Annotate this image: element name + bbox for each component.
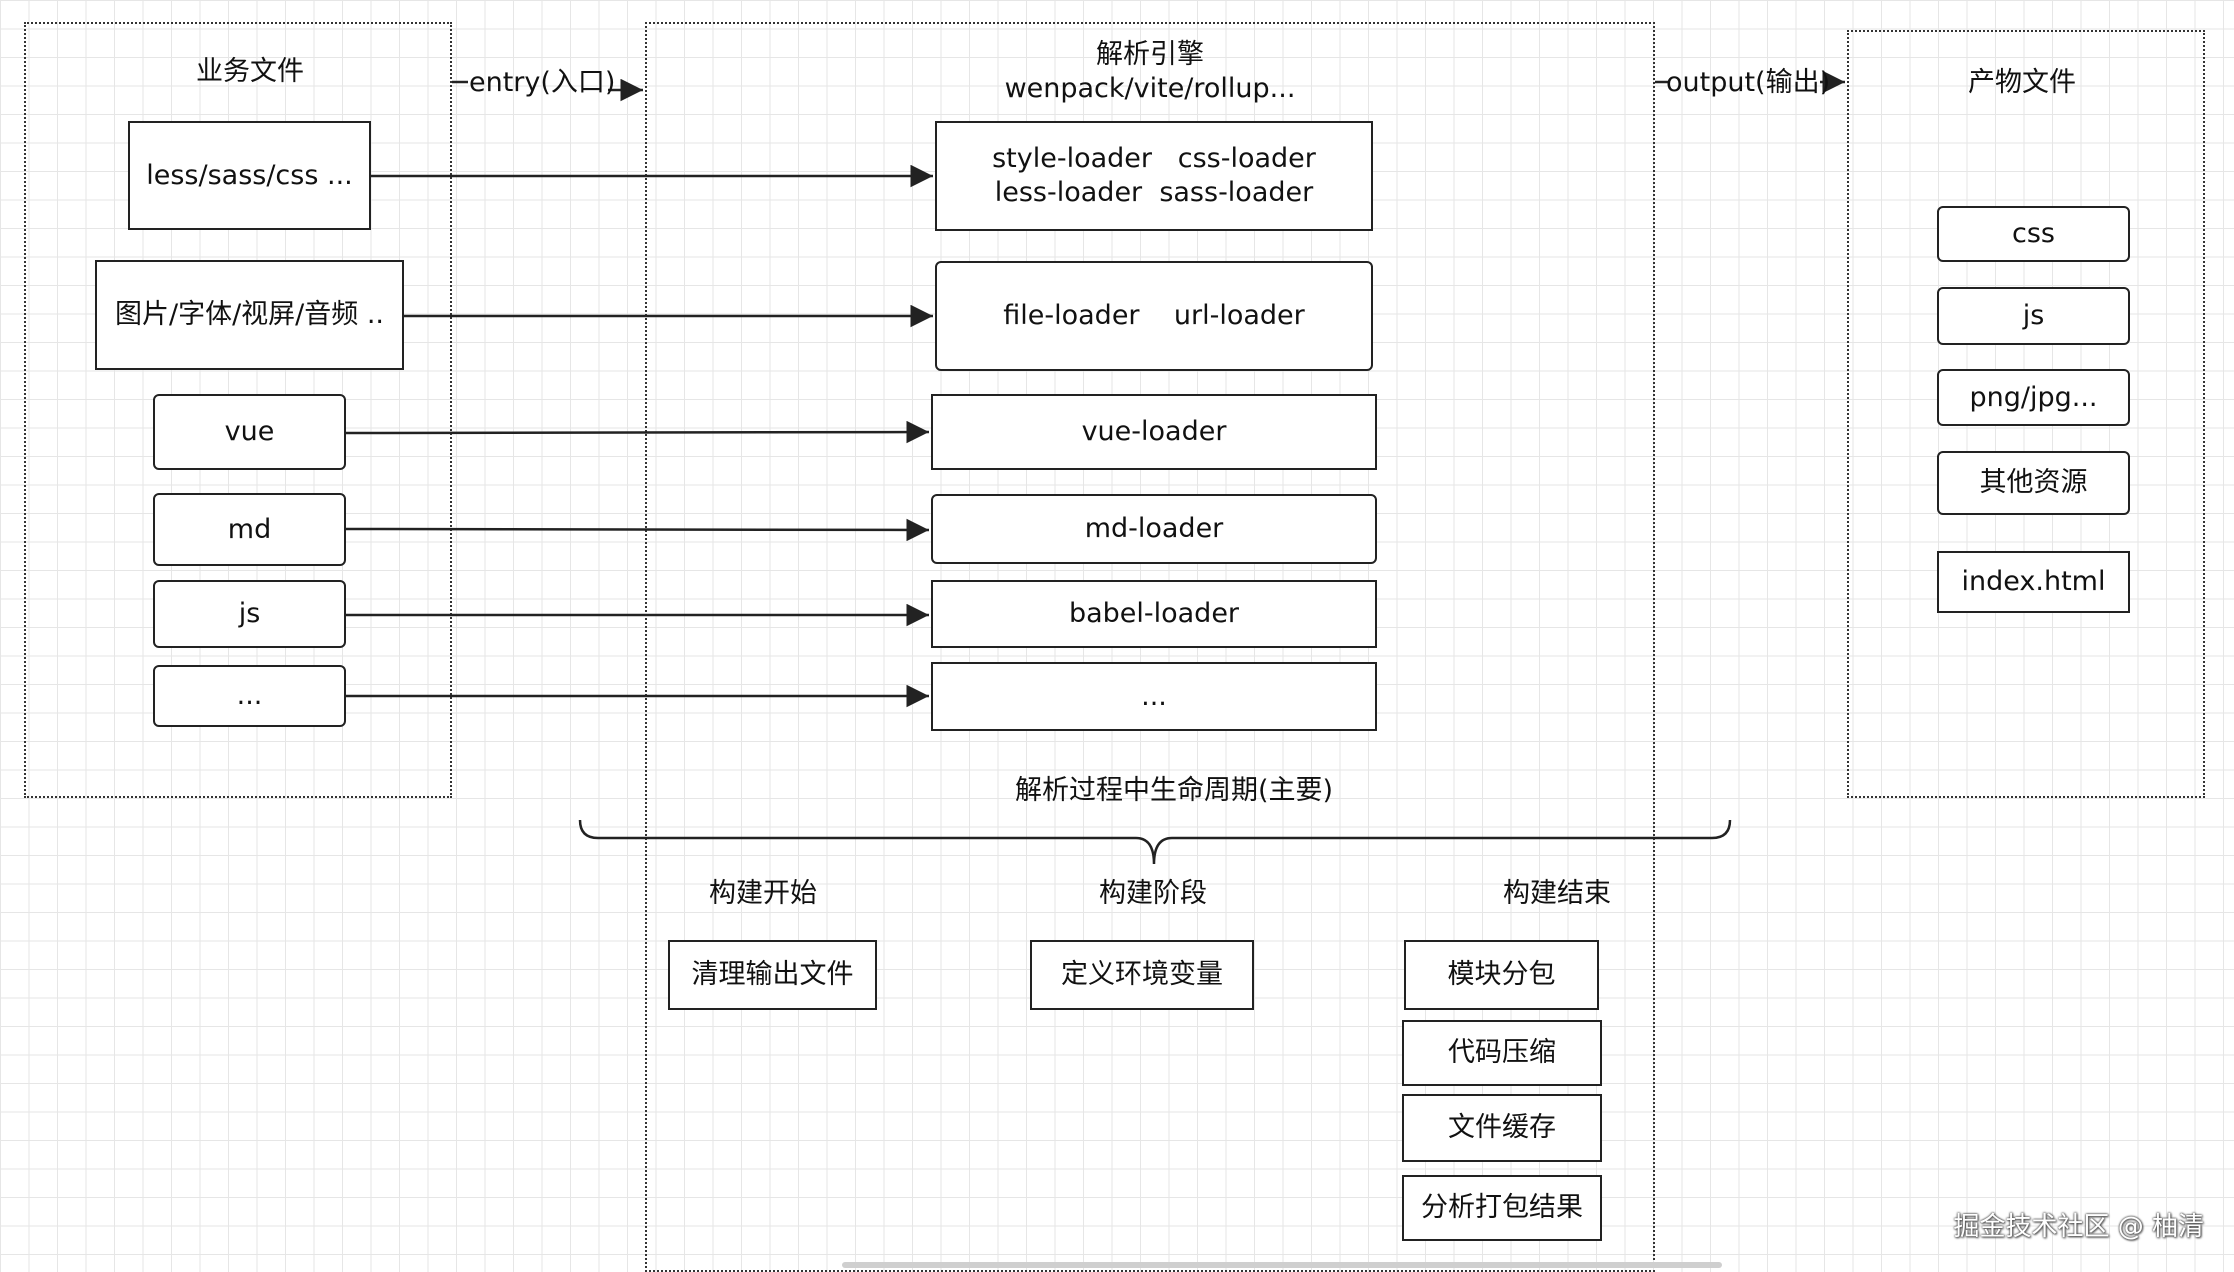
loader-style-css: style-loader css-loader less-loader sass…	[935, 121, 1373, 231]
loader-file-url: file-loader url-loader	[935, 261, 1373, 371]
output-css: css	[1937, 206, 2130, 262]
source-vue: vue	[153, 394, 346, 470]
output-js: js	[1937, 287, 2130, 345]
stage-end-item-3: 文件缓存	[1402, 1094, 1602, 1162]
source-media: 图片/字体/视屏/音频 ..	[95, 260, 404, 370]
engine-title: 解析引擎	[1096, 39, 1204, 70]
stage-build-label: 构建阶段	[1099, 878, 1207, 909]
artifact-files-region	[1847, 30, 2205, 798]
stage-start-item: 清理输出文件	[668, 940, 877, 1010]
loader-vue: vue-loader	[931, 394, 1377, 470]
stage-end-label: 构建结束	[1503, 878, 1611, 909]
artifact-files-title: 产物文件	[1968, 67, 2076, 98]
source-more: ...	[153, 665, 346, 727]
loader-babel: babel-loader	[931, 580, 1377, 648]
watermark: 掘金技术社区 @ 柚清	[1953, 1212, 2204, 1242]
source-md: md	[153, 493, 346, 566]
stage-end-item-4: 分析打包结果	[1402, 1175, 1602, 1241]
output-index-html: index.html	[1937, 551, 2130, 613]
horizontal-scrollbar[interactable]	[842, 1262, 1722, 1268]
loader-more: ...	[931, 662, 1377, 731]
engine-subtitle: wenpack/vite/rollup...	[1004, 73, 1296, 104]
lifecycle-brace	[578, 819, 1732, 865]
stage-build-item: 定义环境变量	[1030, 940, 1254, 1010]
source-js: js	[153, 580, 346, 648]
output-images: png/jpg...	[1937, 369, 2130, 426]
entry-arrow	[452, 78, 643, 102]
source-less-sass-css: less/sass/css ...	[128, 121, 371, 230]
lifecycle-title: 解析过程中生命周期(主要)	[1014, 775, 1334, 806]
loader-md: md-loader	[931, 494, 1377, 564]
arrow-source-3	[345, 420, 930, 444]
output-label: output(输出)	[1666, 67, 1831, 98]
business-files-region	[24, 22, 452, 798]
stage-end-item-2: 代码压缩	[1402, 1020, 1602, 1086]
arrow-source-4	[345, 518, 930, 542]
business-files-title: 业务文件	[196, 56, 304, 87]
stage-start-label: 构建开始	[709, 878, 817, 909]
entry-label: entry(入口)	[469, 67, 616, 98]
output-other-resources: 其他资源	[1937, 451, 2130, 515]
stage-end-item-1: 模块分包	[1404, 940, 1599, 1010]
